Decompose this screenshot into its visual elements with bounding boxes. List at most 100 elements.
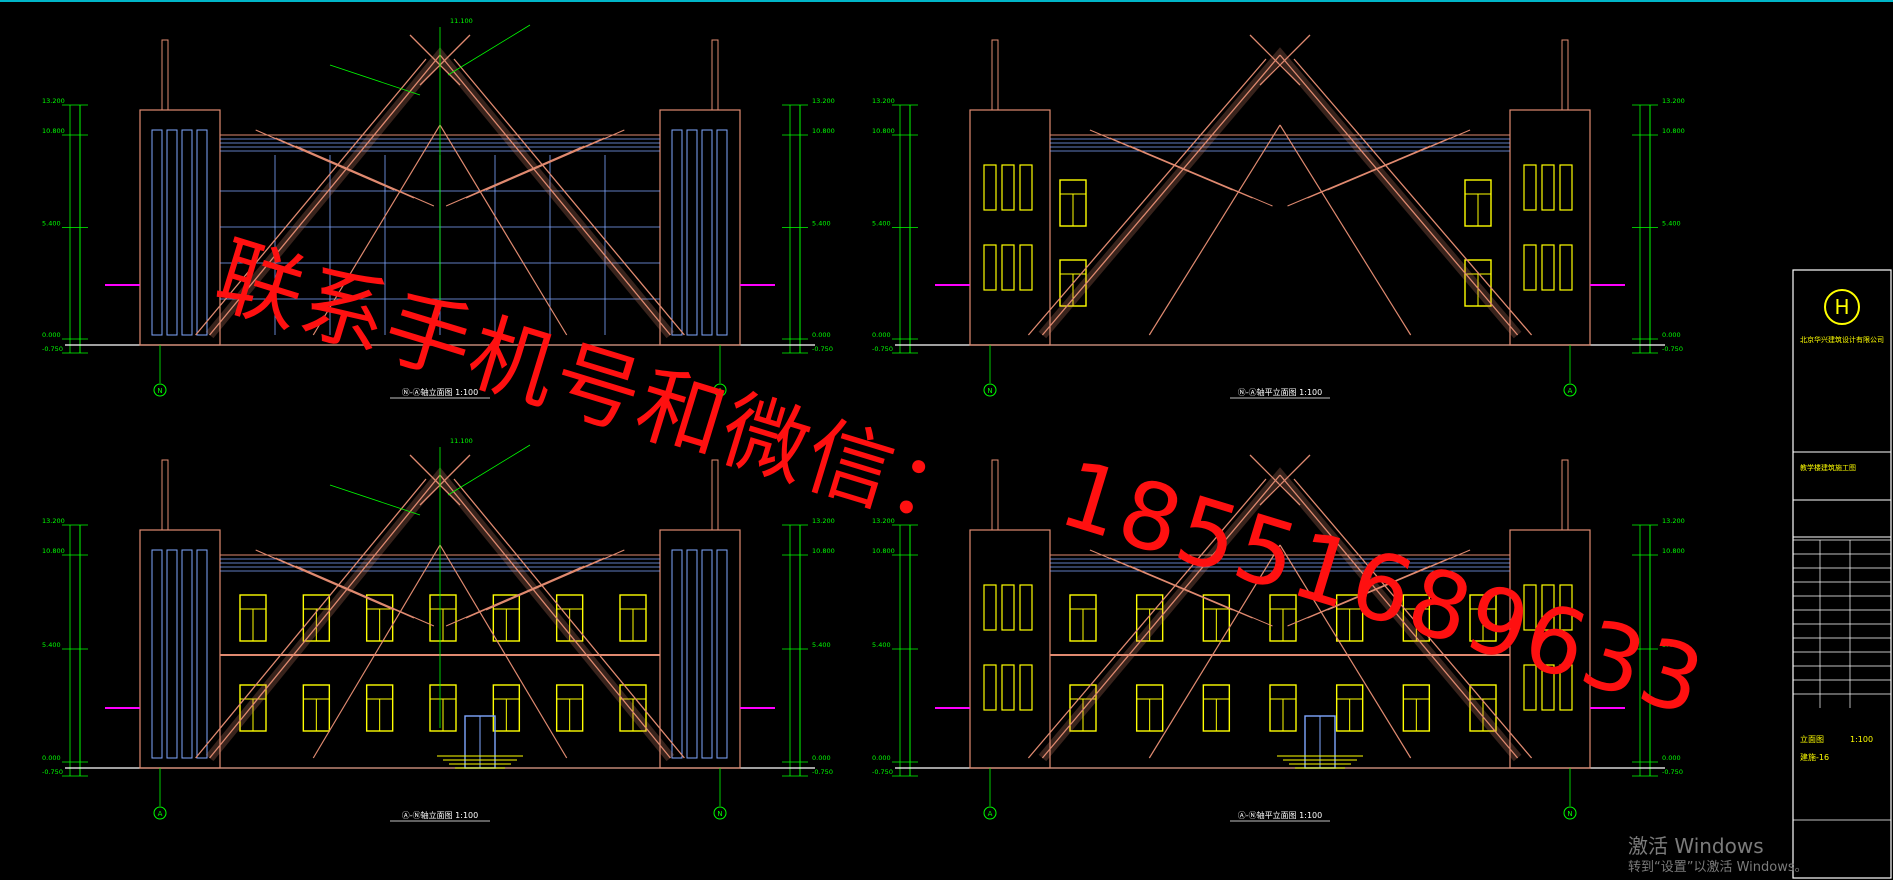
level-label: 5.400 [872,220,891,228]
drawing-scale: 1:100 [1850,735,1873,744]
level-label: 10.800 [42,127,65,135]
level-label: 5.400 [42,641,61,649]
view-title: Ⓐ-Ⓝ轴立面图 1:100 [402,810,478,820]
windows-activation-title: 激活 Windows [1628,834,1764,858]
tower-window [1559,664,1573,711]
tower-window [1541,244,1555,291]
chimney-post [711,459,719,531]
level-label: 10.800 [812,547,835,555]
level-label: 5.400 [812,220,831,228]
level-label: -0.750 [42,345,63,353]
tower-glass-strip [671,129,683,336]
tower-window [983,244,997,291]
level-label: 5.400 [872,641,891,649]
level-label: 10.800 [812,127,835,135]
level-label: 0.000 [1662,754,1681,762]
axis-label: A [1568,387,1573,395]
level-label: 13.200 [872,517,895,525]
axis-bubble-icon [153,383,167,397]
level-label: 5.400 [812,641,831,649]
level-label: 0.000 [812,754,831,762]
axis-bubble-icon [1563,806,1577,820]
tower-window [1001,664,1015,711]
elevation-view-1: 13.20010.8005.4000.000-0.75013.20010.800… [42,17,835,399]
level-label: 10.800 [872,127,895,135]
axis-label: N [987,387,992,395]
title-block: H 北京华兴建筑设计有限公司 教学楼建筑施工图 立面图 1:100 建施-16 [1792,269,1892,879]
level-label: 13.200 [42,517,65,525]
level-label: 11.100 [450,17,473,25]
tower-glass-strip [151,129,163,336]
level-label: -0.750 [1662,768,1683,776]
tower-window [1523,664,1537,711]
level-label: -0.750 [42,768,63,776]
tower-window [1559,244,1573,291]
tower-glass-strip [166,129,178,336]
tower-glass-strip [181,129,193,336]
axis-bubble-icon [153,806,167,820]
axis-bubble-icon [713,806,727,820]
level-label: 13.200 [812,517,835,525]
axis-label: N [157,387,162,395]
view-title: Ⓝ-Ⓐ轴平立面图 1:100 [1238,387,1322,397]
a-frame-outer [1038,47,1522,339]
level-label: 10.800 [42,547,65,555]
tower-glass-strip [151,549,163,759]
tower-window [1541,664,1555,711]
elevation-view-4: 13.20010.8005.4000.000-0.75013.20010.800… [872,454,1685,822]
level-label: 0.000 [42,331,61,339]
level-label: 5.400 [42,220,61,228]
tower-glass-strip [716,129,728,336]
axis-bubble-icon [713,383,727,397]
axis-label: A [718,387,723,395]
axis-label: N [1567,810,1572,818]
company-name: 北京华兴建筑设计有限公司 [1800,335,1884,344]
view-title: Ⓝ-Ⓐ轴立面图 1:100 [402,387,478,397]
tower-window [1001,584,1015,631]
level-label: 13.200 [872,97,895,105]
tower-glass-strip [701,549,713,759]
level-label: 5.400 [1662,641,1681,649]
elevation-view-3: 13.200 10.800 5.400 0.000 -0.750 13.200 10.800… [42,437,835,822]
tower-window [983,164,997,211]
level-label: -0.750 [812,345,833,353]
tower-glass-strip [671,549,683,759]
chimney-post [161,459,169,531]
tower-window [1559,164,1573,211]
tower [1509,529,1591,769]
tower-window [983,664,997,711]
tower-window [1523,584,1537,631]
level-label: 5.400 [1662,220,1681,228]
tower-window [1541,584,1555,631]
level-label: 13.200 [1662,97,1685,105]
elevation-view-2: 13.20010.8005.4000.000-0.75013.20010.800… [872,34,1685,399]
central-body [1049,554,1511,769]
level-label: 0.000 [872,331,891,339]
logo-letter: H [1834,295,1849,319]
tower [1509,109,1591,346]
a-frame-outer [1038,467,1522,762]
tower-glass-strip [196,129,208,336]
axis-bubble-icon [983,383,997,397]
chimney-post [161,39,169,111]
tower-glass-strip [686,129,698,336]
chimney-post [711,39,719,111]
view-title: Ⓐ-Ⓝ轴平立面图 1:100 [1238,810,1322,820]
central-body [1049,134,1511,346]
level-label: -0.750 [872,768,893,776]
tower-window [1019,584,1033,631]
chimney-post [991,39,999,111]
axis-bubble-icon [983,806,997,820]
level-label: 0.000 [1662,331,1681,339]
level-label: 13.200 [42,97,65,105]
level-label: -0.750 [872,345,893,353]
tower-window [1001,164,1015,211]
level-label: 0.000 [812,331,831,339]
drawing-name: 立面图 [1800,734,1824,744]
axis-label: N [717,810,722,818]
chimney-post [991,459,999,531]
tower-window [1019,164,1033,211]
project-name: 教学楼建筑施工图 [1800,463,1856,472]
level-label: -0.750 [1662,345,1683,353]
